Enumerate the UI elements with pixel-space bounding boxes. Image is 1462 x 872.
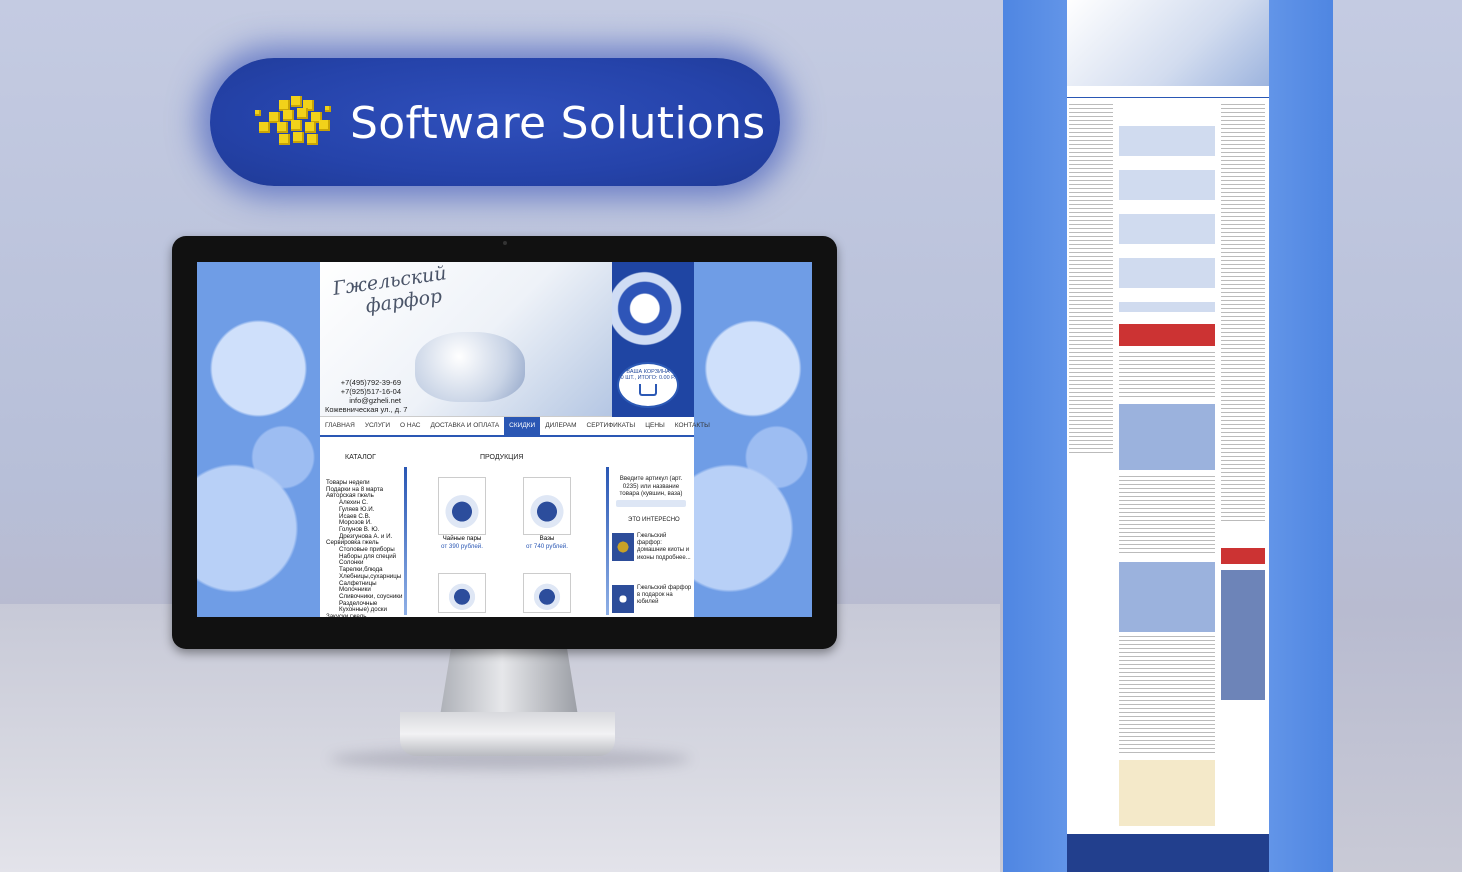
full-page-preview	[1003, 0, 1333, 872]
nav-item[interactable]: ЦЕНЫ	[645, 422, 665, 429]
search-hint: Введите артикул (арт. 0235) или название…	[619, 475, 683, 497]
product-price: от 740 рублей.	[526, 543, 568, 550]
catalog-item[interactable]: Молочники	[339, 586, 371, 594]
catalog-item[interactable]: Солонки	[339, 559, 364, 567]
cart-summary: 0 ШТ., ИТОГО: 0.00 Р.	[620, 375, 676, 381]
catalog-item[interactable]: Морозов И.	[339, 519, 372, 527]
catalog-item[interactable]: Хлебницы,сухарницы	[339, 572, 402, 580]
catalog-item[interactable]: Разделочные	[339, 599, 378, 607]
product-card[interactable]	[432, 573, 492, 613]
cube-logo-icon	[255, 92, 341, 152]
brand-name: Software Solutions	[350, 98, 766, 149]
catalog-item[interactable]: Авторская гжель	[326, 492, 374, 500]
cart-widget[interactable]: ВАША КОРЗИНА 0 ШТ., ИТОГО: 0.00 Р.	[617, 362, 679, 408]
teapot-image	[415, 332, 525, 402]
cart-icon	[639, 384, 657, 396]
products-title: ПРОДУКЦИЯ	[480, 454, 524, 461]
preview-catalog	[1069, 104, 1113, 454]
catalog-item[interactable]: Голунов В. Ю.	[339, 525, 380, 533]
monitor: Гжельский фарфор +7(495)792-39-69 +7(925…	[172, 236, 837, 649]
catalog-item[interactable]: Наборы для специй	[339, 552, 397, 560]
catalog-item[interactable]: Столовые приборы	[339, 546, 395, 554]
preview-header	[1067, 0, 1269, 86]
cart-label: ВАША КОРЗИНА	[626, 369, 670, 375]
monitor-stand	[440, 648, 578, 716]
preview-text	[1119, 476, 1215, 556]
icon-image[interactable]	[612, 533, 634, 561]
catalog-item[interactable]: Исаев С.В.	[339, 512, 371, 520]
product-image[interactable]	[438, 477, 486, 535]
catalog-item[interactable]: Закуски гжель	[326, 613, 367, 617]
preview-text	[1119, 636, 1215, 756]
preview-map	[1119, 760, 1215, 826]
catalog-item[interactable]: Тарелки,блюда	[339, 566, 383, 574]
product-image[interactable]	[523, 573, 571, 613]
nav-item[interactable]: ДИЛЕРАМ	[545, 422, 577, 429]
preview-text	[1119, 352, 1215, 400]
preview-badge	[1221, 548, 1265, 564]
catalog-item[interactable]: Гуляев Ю.И.	[339, 505, 375, 513]
product-name[interactable]: Чайные пары	[442, 535, 482, 542]
camera-icon	[503, 241, 507, 245]
nav-item[interactable]: ДОСТАВКА И ОПЛАТА	[430, 422, 500, 429]
nav-item[interactable]: УСЛУГИ	[364, 422, 391, 429]
nav-item[interactable]: КОНТАКТЫ	[674, 422, 710, 429]
preview-products	[1119, 112, 1215, 312]
phone-1[interactable]: +7(495)792-39-69	[340, 378, 401, 387]
preview-photo	[1119, 404, 1215, 470]
preview-footer	[1067, 834, 1269, 872]
monitor-base	[400, 712, 615, 756]
product-name[interactable]: Вазы	[539, 535, 555, 542]
interesting-item[interactable]: Гжельский фарфор: домашние киоты и иконы…	[612, 533, 692, 562]
nav-item[interactable]: СКИДКИ	[504, 416, 541, 436]
nav-item[interactable]: О НАС	[400, 422, 421, 429]
ornament-left	[197, 262, 320, 617]
email-link[interactable]: info@gzheli.net	[349, 396, 401, 405]
product-card[interactable]: Вазы от 740 рублей.	[517, 477, 577, 551]
contacts-block: +7(495)792-39-69 +7(925)517-16-04 info@g…	[325, 378, 408, 414]
website: Гжельский фарфор +7(495)792-39-69 +7(925…	[320, 262, 710, 617]
search-input[interactable]	[616, 499, 686, 507]
nav-item[interactable]: ГЛАВНАЯ	[325, 422, 355, 429]
address: Кожевническая ул., д. 7	[325, 405, 408, 414]
catalog-item[interactable]: Подарки на 8 марта	[326, 485, 384, 493]
catalog-item[interactable]: Салфетницы	[339, 579, 377, 587]
screen: Гжельский фарфор +7(495)792-39-69 +7(925…	[197, 262, 812, 617]
interesting-title: ЭТО ИНТЕРЕСНО	[628, 517, 680, 523]
search-box: Введите артикул (арт. 0235) или название…	[616, 475, 686, 507]
preview-photo	[1119, 562, 1215, 632]
main-nav: ГЛАВНАЯ УСЛУГИ О НАС ДОСТАВКА И ОПЛАТА СКИДК…	[320, 416, 710, 437]
preview-site	[1067, 0, 1269, 872]
interesting-text[interactable]: Гжельский фарфор в подарок на юбилей	[637, 585, 692, 606]
interesting-item[interactable]: Гжельский фарфор в подарок на юбилей	[612, 585, 692, 613]
catalog-item[interactable]: Алехин С.	[339, 499, 368, 507]
catalog-item[interactable]: Дрезгунова А. и И.	[339, 532, 393, 540]
product-card[interactable]: Чайные пары от 390 рублей.	[432, 477, 492, 551]
nav-item[interactable]: СЕРТИФИКАТЫ	[586, 422, 636, 429]
product-price: от 390 рублей.	[441, 543, 483, 550]
preview-sidebar	[1221, 104, 1265, 524]
catalog-item[interactable]: Кухонные) доски	[339, 606, 387, 614]
preview-nav	[1067, 86, 1269, 98]
site-logo[interactable]: Гжельский фарфор	[331, 262, 450, 321]
catalog-item[interactable]: Сливочники, соусники	[339, 592, 403, 600]
product-image[interactable]	[438, 573, 486, 613]
catalog-item[interactable]: Товары недели	[326, 479, 370, 486]
product-card[interactable]	[517, 573, 577, 613]
preview-promo	[1119, 324, 1215, 346]
product-image[interactable]	[523, 477, 571, 535]
interesting-text[interactable]: Гжельский фарфор: домашние киоты и иконы…	[637, 533, 691, 561]
phone-2[interactable]: +7(925)517-16-04	[340, 387, 401, 396]
site-header: Гжельский фарфор +7(495)792-39-69 +7(925…	[320, 262, 694, 417]
catalog-item[interactable]: Сервировка гжель	[326, 539, 379, 547]
gift-image[interactable]	[612, 585, 634, 613]
catalog-title: КАТАЛОГ	[345, 454, 376, 461]
ornament-right	[694, 262, 812, 617]
preview-ads	[1221, 570, 1265, 700]
column-divider	[404, 467, 407, 615]
column-divider	[606, 467, 609, 615]
